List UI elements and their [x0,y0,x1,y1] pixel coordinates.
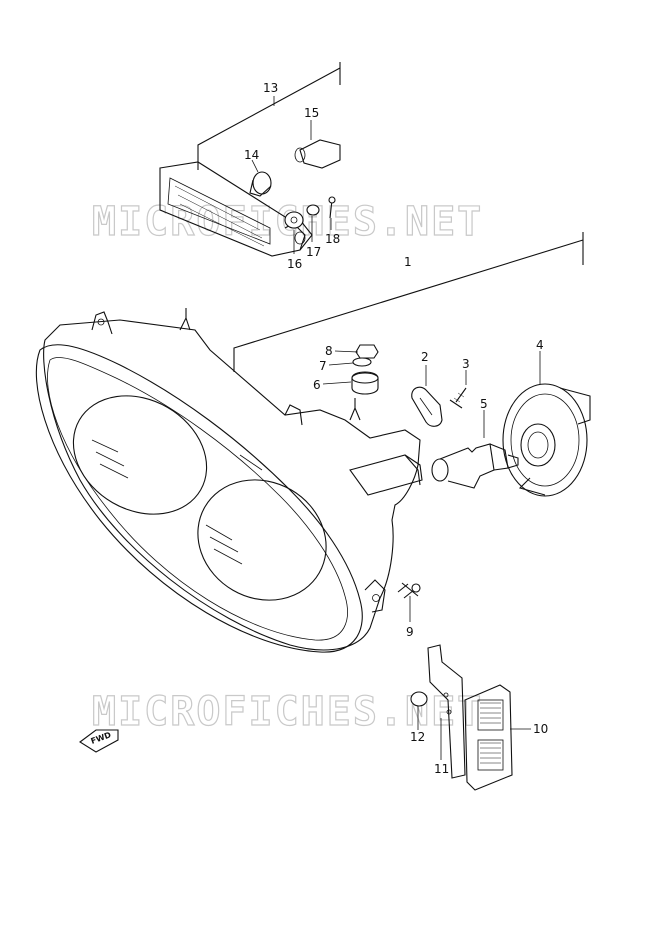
callout-18: 18 [325,232,340,246]
headlight-assembly [35,308,591,653]
callout-5: 5 [480,397,488,411]
callout-16: 16 [287,257,302,271]
side-reflector-assembly [410,644,513,791]
callout-7: 7 [319,359,327,373]
callout-4: 4 [536,338,544,352]
callout-3: 3 [462,357,470,371]
callout-13: 13 [263,81,278,95]
leader-lines [251,96,541,760]
fwd-arrow-icon: FWD [79,729,119,753]
callout-11: 11 [434,762,449,776]
callout-17: 17 [306,245,321,259]
callout-6: 6 [313,378,321,392]
turn-signal-assembly [159,139,341,257]
callout-10: 10 [533,722,548,736]
callout-1: 1 [404,255,412,269]
group-bracket-1 [233,232,584,372]
callout-14: 14 [244,148,259,162]
callout-15: 15 [304,106,319,120]
callout-8: 8 [325,344,333,358]
callout-9: 9 [406,625,414,639]
callout-12: 12 [410,730,425,744]
callout-2: 2 [421,350,429,364]
callouts: 1 2 3 4 5 6 7 8 9 10 11 12 13 14 15 16 1… [244,81,548,776]
bulb [431,443,519,489]
socket-cover [502,383,591,497]
